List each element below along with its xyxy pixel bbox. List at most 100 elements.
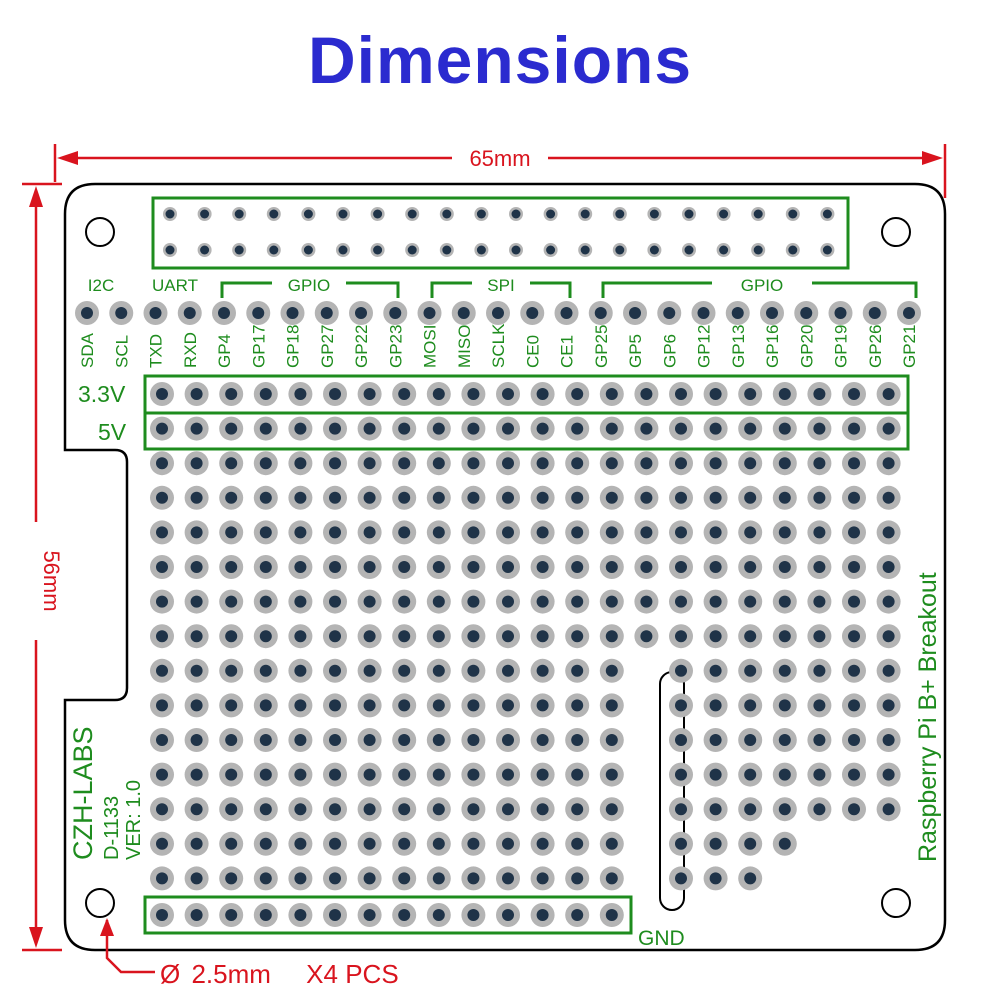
pad <box>426 485 451 510</box>
pad <box>703 589 728 614</box>
pad <box>253 658 278 683</box>
height-arrow-bottom <box>29 927 43 948</box>
pad <box>530 797 555 822</box>
pad <box>599 451 624 476</box>
pad <box>820 243 835 257</box>
label-version: VER: 1.0 <box>123 780 145 860</box>
pin-label: GP4 <box>215 334 234 368</box>
pad <box>426 416 451 441</box>
pad <box>357 416 382 441</box>
pad <box>184 382 209 406</box>
pad <box>772 831 797 856</box>
label-product: Raspberry Pi B+ Breakout <box>914 572 942 862</box>
pad <box>599 589 624 614</box>
pad <box>565 382 590 406</box>
pad <box>807 797 832 822</box>
pad <box>486 301 510 325</box>
pad <box>392 555 417 579</box>
pad <box>876 416 901 441</box>
pad <box>288 658 313 683</box>
pad <box>461 589 486 614</box>
pad <box>876 762 901 787</box>
pad <box>842 485 866 510</box>
pin-label: TXD <box>147 334 166 368</box>
pad <box>772 451 797 476</box>
pad <box>426 658 451 683</box>
label-spi: SPI <box>487 276 514 295</box>
pin-label: MISO <box>455 325 474 368</box>
pin-label: GP25 <box>592 325 611 368</box>
pad <box>634 589 659 614</box>
dimension-height: 56mm <box>22 182 64 952</box>
pad <box>288 797 313 822</box>
pad <box>599 693 624 718</box>
pad <box>219 589 244 614</box>
pad <box>703 382 728 406</box>
hole-note: Ø 2.5mm X4 PCS <box>160 959 399 989</box>
pad <box>426 831 451 856</box>
pad <box>253 589 278 614</box>
pad <box>323 520 347 545</box>
pad <box>599 866 624 891</box>
pad <box>288 831 313 856</box>
width-arrow-left <box>57 151 78 165</box>
pad <box>392 451 417 476</box>
pad <box>599 382 624 406</box>
pad <box>738 624 763 649</box>
pad <box>842 762 866 787</box>
pad <box>323 624 347 649</box>
pad <box>599 555 624 579</box>
pad <box>599 797 624 822</box>
pad <box>820 207 835 221</box>
pin-label: GP12 <box>695 325 714 368</box>
pad <box>565 831 590 856</box>
pad <box>426 728 451 752</box>
pad <box>150 797 174 822</box>
label-uart: UART <box>152 276 198 295</box>
pad <box>461 658 486 683</box>
pad <box>530 416 555 441</box>
pad <box>439 207 454 221</box>
pad <box>370 207 385 221</box>
pad <box>842 797 866 822</box>
pad <box>150 624 174 649</box>
pad <box>876 658 901 683</box>
pad <box>530 903 555 927</box>
pad <box>253 555 278 579</box>
pad <box>219 416 244 441</box>
pad <box>530 831 555 856</box>
pad <box>246 301 271 325</box>
pad <box>253 762 278 787</box>
pad <box>392 382 417 406</box>
pad <box>530 658 555 683</box>
pad <box>496 555 520 579</box>
label-gnd: GND <box>638 927 685 950</box>
pad <box>842 555 866 579</box>
pad <box>669 520 693 545</box>
pad <box>772 589 797 614</box>
pad <box>543 207 558 221</box>
pad <box>426 589 451 614</box>
pad <box>461 485 486 510</box>
pin-label: GP27 <box>318 325 337 368</box>
label-rail-5v: 5V <box>98 419 127 445</box>
label-gpio-left: GPIO <box>288 276 331 295</box>
pad <box>197 243 212 257</box>
pad <box>219 624 244 649</box>
pad <box>219 658 244 683</box>
pad <box>634 382 659 406</box>
label-part: D-1133 <box>101 796 123 860</box>
pad <box>426 903 451 927</box>
pad <box>357 485 382 510</box>
pad <box>426 520 451 545</box>
pad <box>703 624 728 649</box>
pad <box>565 520 590 545</box>
pad <box>253 728 278 752</box>
pin-label: GP5 <box>626 334 645 368</box>
pad <box>647 243 662 257</box>
pad <box>288 451 313 476</box>
pad <box>565 728 590 752</box>
pad <box>578 207 593 221</box>
pad <box>669 589 693 614</box>
pad <box>612 207 627 221</box>
